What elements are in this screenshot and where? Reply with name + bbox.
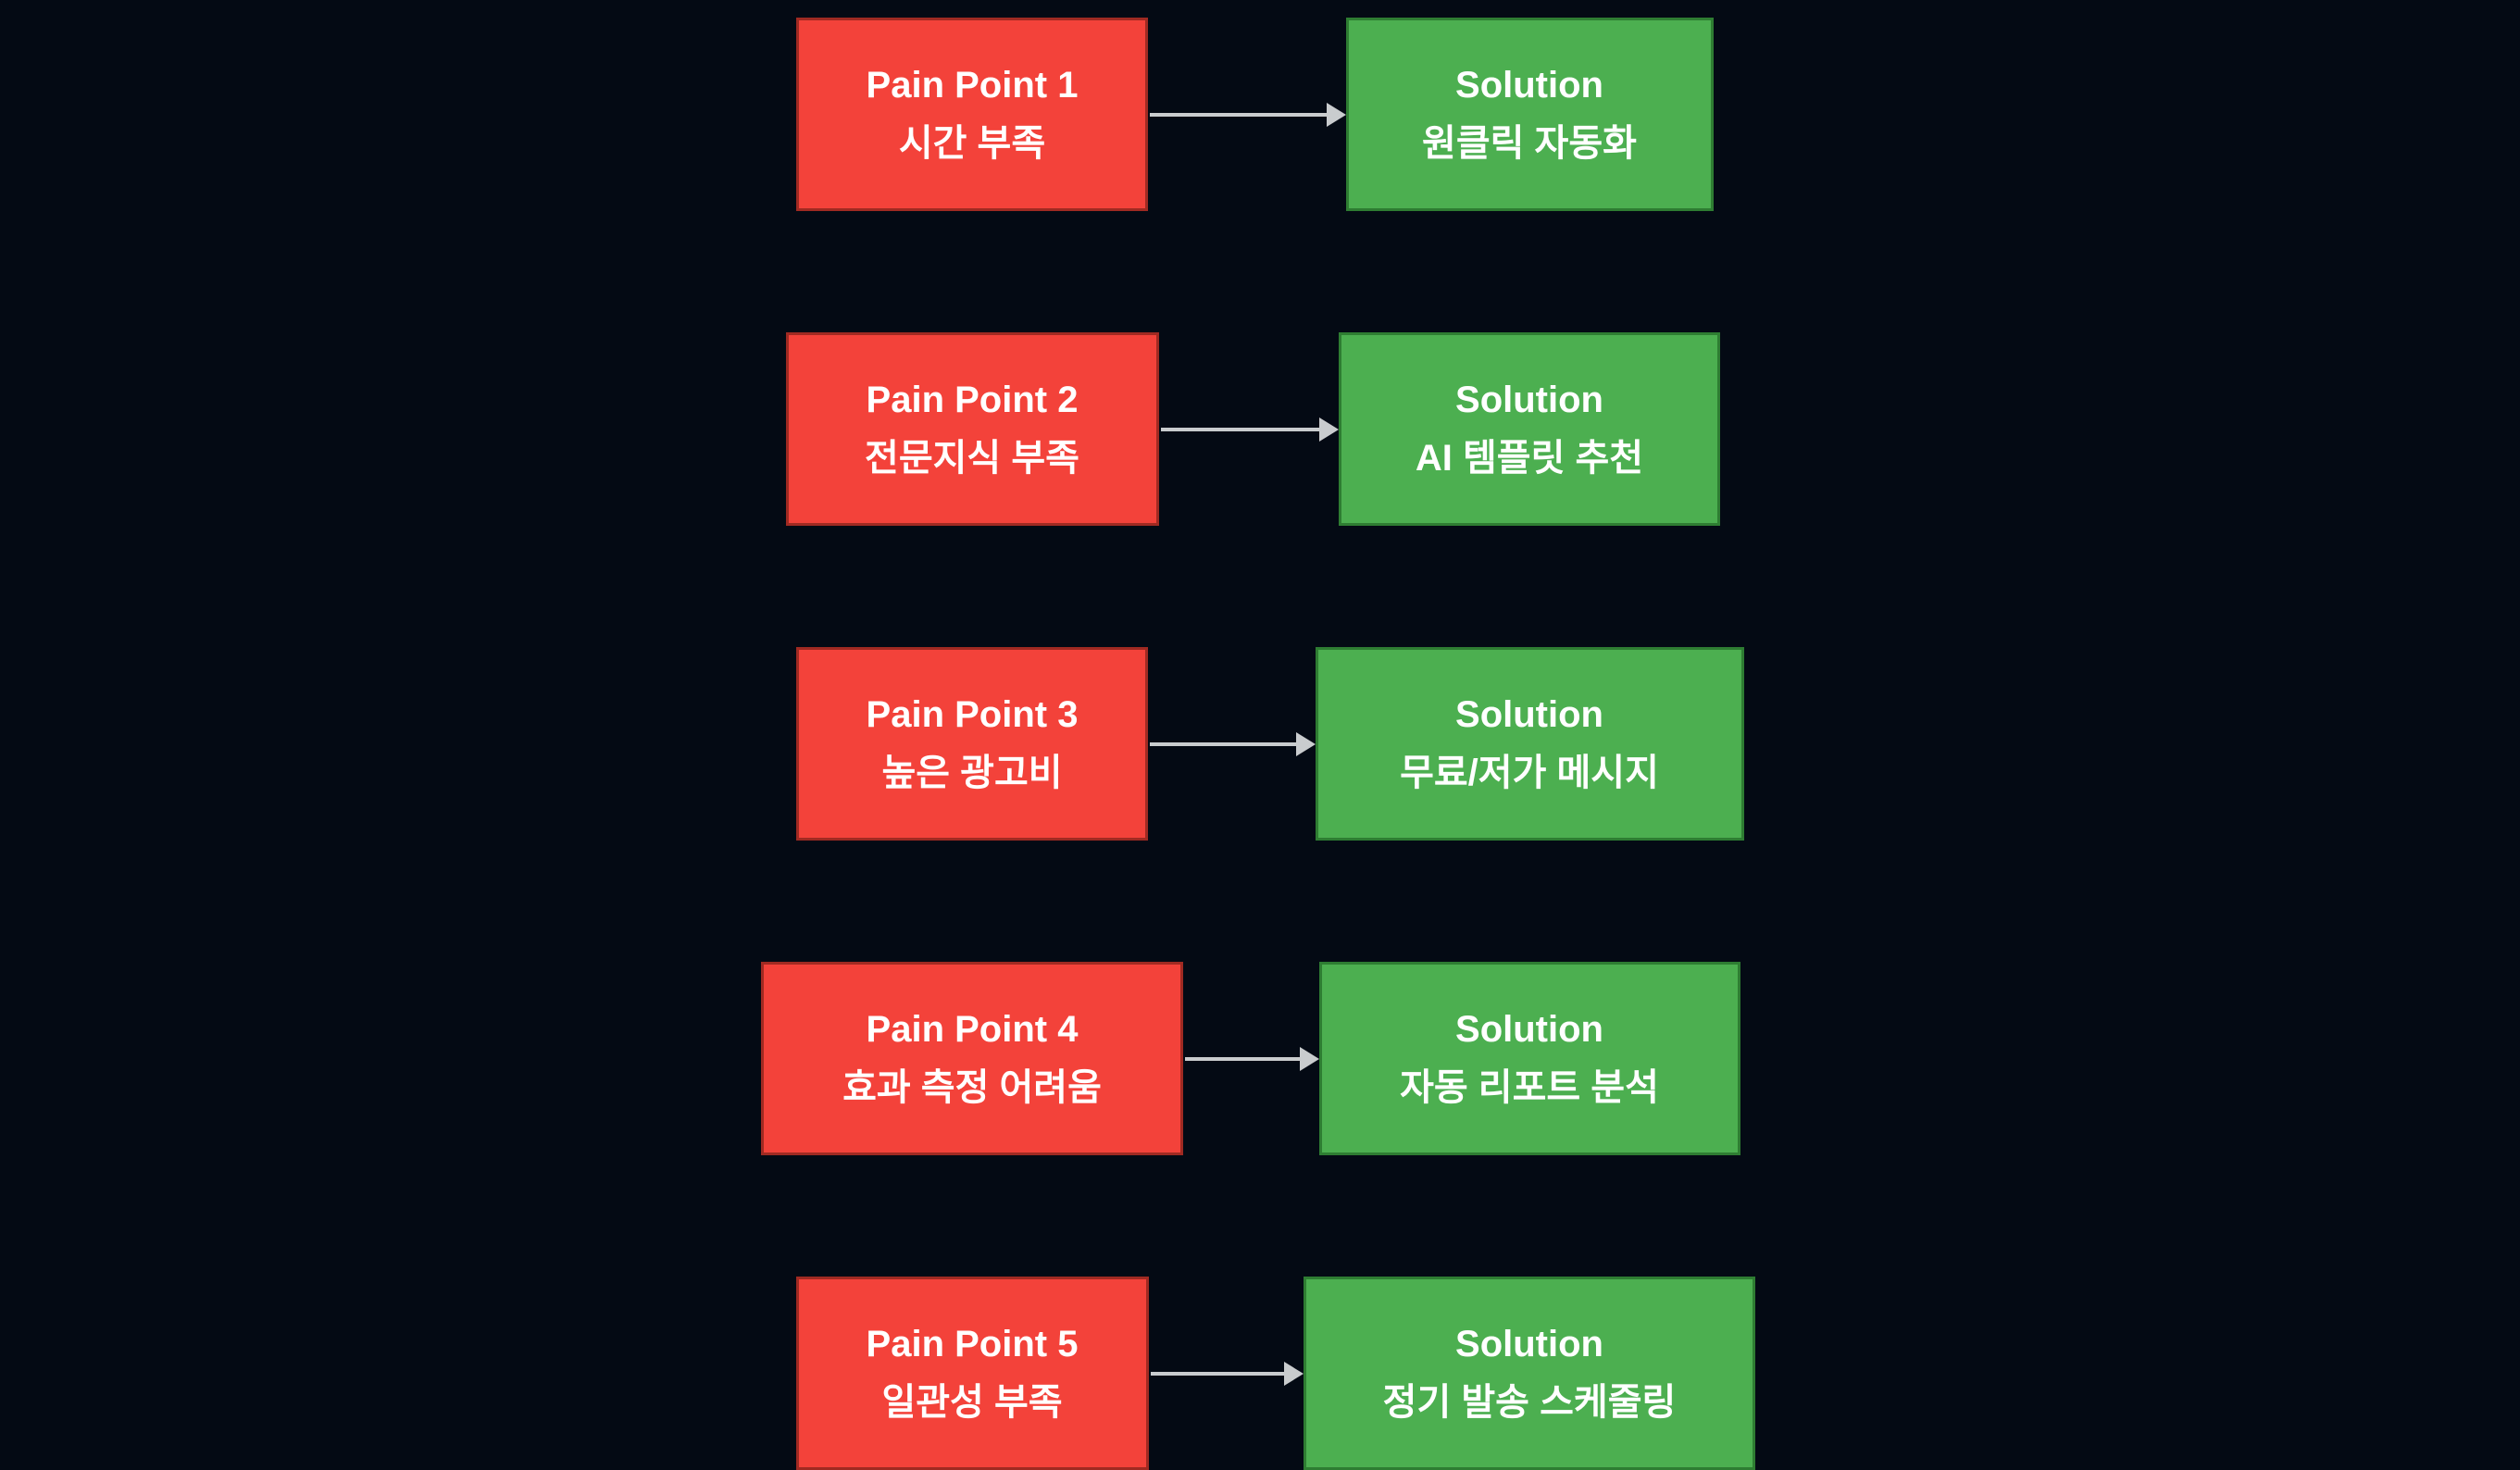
solution-box: Solution 자동 리포트 분석: [1318, 962, 1740, 1155]
arrow: [1150, 102, 1346, 127]
diagram-row: Pain Point 1 시간 부족 Solution 원클릭 자동화: [0, 18, 2520, 211]
solution-subtitle: 정기 발송 스케줄링: [1382, 1381, 1677, 1423]
arrow: [1160, 417, 1339, 442]
pain-point-title: Pain Point 3: [866, 693, 1079, 735]
solution-title: Solution: [1455, 1008, 1603, 1050]
pain-point-box: Pain Point 5 일관성 부족: [795, 1277, 1149, 1470]
pain-point-box: Pain Point 2 전문지식 부족: [785, 332, 1159, 526]
solution-subtitle: 무료/저가 메시지: [1400, 752, 1659, 793]
solution-title: Solution: [1455, 379, 1603, 420]
arrow: [1150, 731, 1316, 756]
pain-point-box: Pain Point 4 효과 측정 어려움: [761, 962, 1183, 1155]
solution-subtitle: 자동 리포트 분석: [1400, 1066, 1659, 1108]
pain-point-title: Pain Point 4: [866, 1008, 1079, 1050]
arrow-line: [1150, 741, 1296, 746]
solution-box: Solution 원클릭 자동화: [1345, 18, 1714, 211]
pain-point-title: Pain Point 5: [866, 1323, 1079, 1364]
diagram-row: Pain Point 5 일관성 부족 Solution 정기 발송 스케줄링: [0, 1277, 2520, 1470]
arrow-head-icon: [1284, 1361, 1304, 1386]
arrow-head-icon: [1295, 731, 1316, 756]
pain-point-box: Pain Point 3 높은 광고비: [796, 647, 1148, 841]
arrow-line: [1160, 427, 1319, 431]
pain-point-subtitle: 전문지식 부족: [865, 437, 1079, 479]
pain-point-subtitle: 시간 부족: [898, 122, 1046, 164]
solution-title: Solution: [1455, 693, 1603, 735]
pain-point-title: Pain Point 2: [866, 379, 1079, 420]
diagram-row: Pain Point 3 높은 광고비 Solution 무료/저가 메시지: [0, 647, 2520, 841]
pain-point-subtitle: 효과 측정 어려움: [842, 1066, 1102, 1108]
arrow-line: [1185, 1056, 1300, 1061]
pain-point-subtitle: 일관성 부족: [881, 1381, 1063, 1423]
solution-subtitle: 원클릭 자동화: [1422, 122, 1637, 164]
solution-title: Solution: [1455, 64, 1603, 106]
arrow-line: [1150, 112, 1327, 117]
solution-box: Solution AI 템플릿 추천: [1339, 332, 1720, 526]
diagram-row: Pain Point 4 효과 측정 어려움 Solution 자동 리포트 분…: [0, 962, 2520, 1155]
arrow: [1150, 1361, 1304, 1386]
solution-box: Solution 무료/저가 메시지: [1315, 647, 1744, 841]
arrow-line: [1150, 1371, 1284, 1376]
pain-point-box: Pain Point 1 시간 부족: [796, 18, 1148, 211]
arrow-head-icon: [1299, 1046, 1319, 1071]
diagram-row: Pain Point 2 전문지식 부족 Solution AI 템플릿 추천: [0, 332, 2520, 526]
solution-box: Solution 정기 발송 스케줄링: [1304, 1277, 1755, 1470]
pain-point-subtitle: 높은 광고비: [881, 752, 1063, 793]
solution-title: Solution: [1455, 1323, 1603, 1364]
arrow-head-icon: [1319, 417, 1339, 442]
arrow: [1185, 1046, 1319, 1071]
arrow-head-icon: [1326, 102, 1346, 127]
solution-subtitle: AI 템플릿 추천: [1415, 437, 1644, 479]
pain-point-title: Pain Point 1: [866, 64, 1079, 106]
